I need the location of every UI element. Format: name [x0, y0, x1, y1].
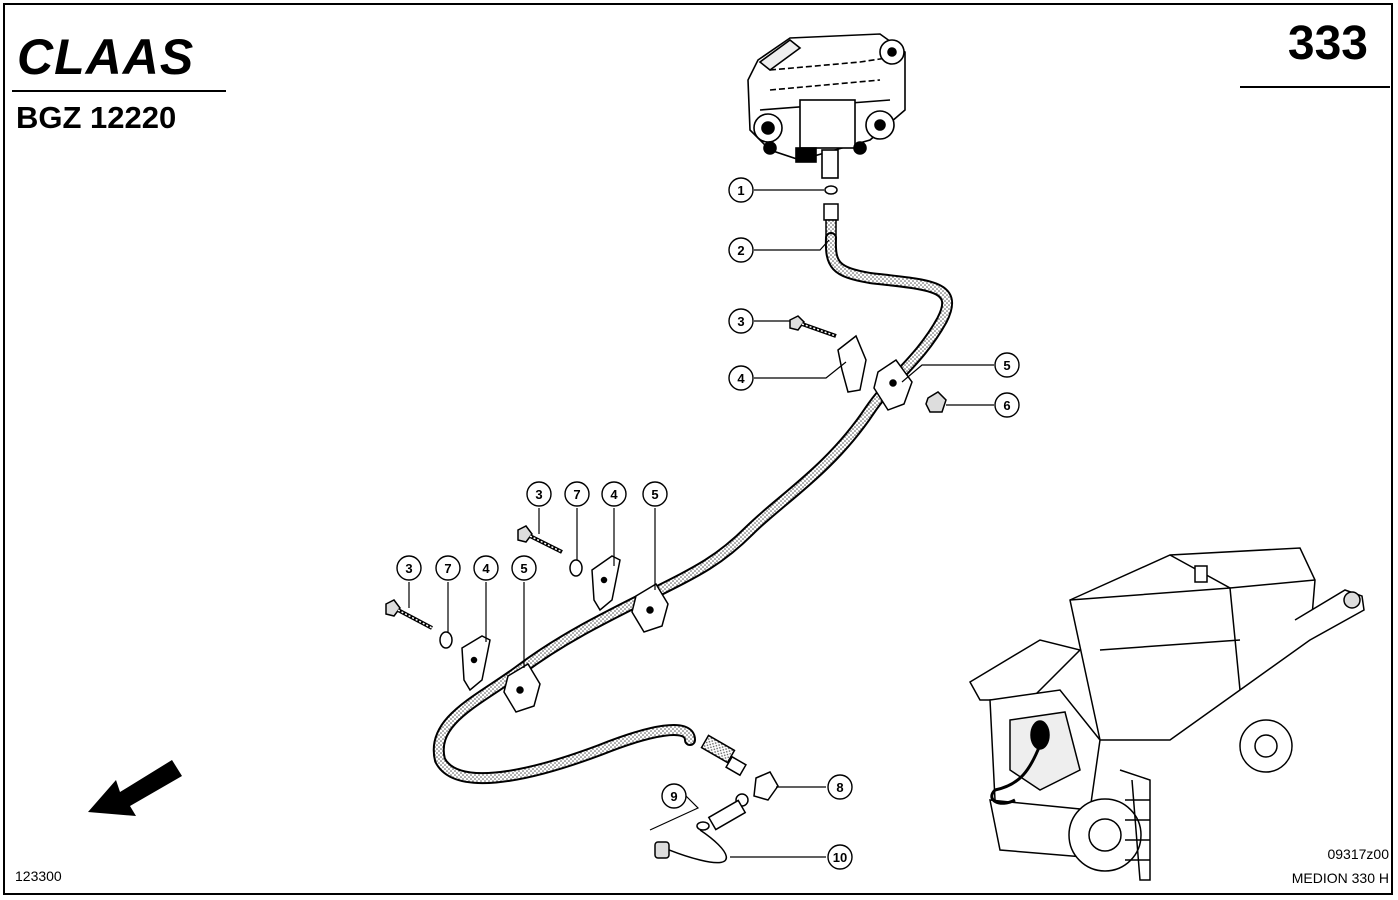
callout-label: 5	[520, 561, 527, 576]
callout-4-lower: 4	[473, 555, 499, 581]
clamp-assembly-upper	[789, 315, 947, 413]
callout-label: 2	[737, 243, 744, 258]
callout-label: 3	[737, 314, 744, 329]
callout-label: 4	[482, 561, 490, 576]
callout-9: 9	[661, 783, 687, 809]
callout-leaders	[408, 189, 994, 858]
callout-3: 3	[728, 308, 754, 334]
callout-3-lower: 3	[396, 555, 422, 581]
callout-8: 8	[827, 774, 853, 800]
callout-4: 4	[728, 365, 754, 391]
callout-7-middle: 7	[564, 481, 590, 507]
clamp-assembly-middle	[517, 525, 669, 633]
callout-label: 4	[610, 487, 618, 502]
callout-5-middle: 5	[642, 481, 668, 507]
callout-1: 1	[728, 177, 754, 203]
control-valve-block	[747, 33, 906, 179]
hydraulic-hose	[432, 232, 954, 785]
callout-7-lower: 7	[435, 555, 461, 581]
brand-text: CLAAS	[17, 29, 195, 85]
callout-label: 6	[1003, 398, 1010, 413]
callout-6: 6	[994, 392, 1020, 418]
callout-3-middle: 3	[526, 481, 552, 507]
callout-label: 10	[833, 850, 847, 865]
callout-label: 8	[836, 780, 843, 795]
page-number: 333	[1287, 17, 1368, 70]
logo-underline	[12, 90, 226, 92]
combine-harvester-illustration	[968, 547, 1365, 881]
callout-label: 1	[737, 183, 744, 198]
callout-2: 2	[728, 237, 754, 263]
pressure-sensor-assembly	[654, 734, 779, 864]
callout-bubbles: 1 2 3 4 5 6 3 7	[396, 177, 1020, 870]
callout-10: 10	[827, 844, 853, 870]
footer-model: MEDION 330 H	[1291, 870, 1389, 886]
callout-label: 5	[651, 487, 658, 502]
direction-arrow-icon	[88, 760, 182, 816]
seal-ring	[824, 185, 838, 195]
page-number-underline	[1240, 86, 1390, 88]
callout-4-middle: 4	[601, 481, 627, 507]
callout-label: 5	[1003, 358, 1010, 373]
callout-5-lower: 5	[511, 555, 537, 581]
callout-label: 9	[670, 789, 677, 804]
callout-label: 3	[535, 487, 542, 502]
claas-logo: CLAAS	[17, 28, 194, 86]
footer-right-code: 09317z00	[1327, 846, 1389, 862]
clamp-assembly-lower	[385, 599, 541, 713]
document-id: BGZ 12220	[16, 100, 177, 135]
callout-5: 5	[994, 352, 1020, 378]
callout-label: 7	[573, 487, 580, 502]
callout-label: 7	[444, 561, 451, 576]
footer-left-code: 123300	[15, 868, 62, 884]
callout-label: 3	[405, 561, 412, 576]
drawing-frame	[3, 3, 1393, 895]
callout-label: 4	[737, 371, 745, 386]
